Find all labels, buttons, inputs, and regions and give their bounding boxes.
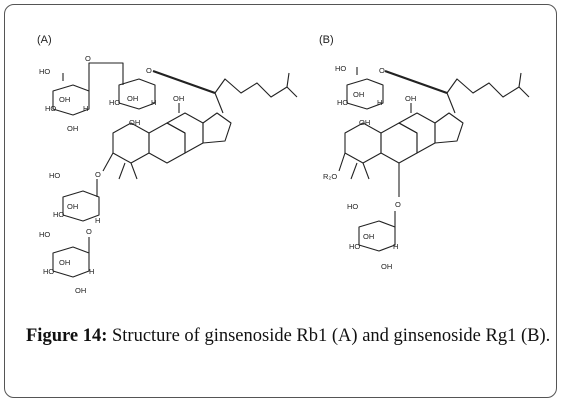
atom-label: HO xyxy=(53,210,64,219)
atom-label: OH xyxy=(363,232,374,241)
atom-label: HO xyxy=(49,171,60,180)
atom-label: OH xyxy=(59,258,70,267)
atom-label: O xyxy=(95,170,101,179)
atom-label: OH xyxy=(381,262,392,271)
atom-label: OH xyxy=(67,202,78,211)
panel-label-a: (A) xyxy=(37,34,52,46)
atom-label: H xyxy=(393,242,398,251)
structure-b: HO OH HO H OH O OH R₂O O HO OH HO H OH xyxy=(323,64,530,271)
atom-label: HO xyxy=(349,242,360,251)
atom-label: OH xyxy=(405,94,416,103)
atom-label: OH xyxy=(67,124,78,133)
atom-label: OH xyxy=(59,95,70,104)
atom-label: HO xyxy=(39,67,50,76)
caption-label: Figure 14: xyxy=(26,326,108,346)
atom-label: HO xyxy=(337,98,348,107)
atom-label: OH xyxy=(353,90,364,99)
atom-label: HO xyxy=(43,267,54,276)
atom-label: HO xyxy=(347,202,358,211)
atom-label: H xyxy=(377,98,382,107)
atom-label: H xyxy=(151,98,156,107)
atom-label: O xyxy=(379,66,385,75)
atom-label: OH xyxy=(129,118,140,127)
structures-figure: (A) (B) HO OH HO H OH O OH HO H OH O OH … xyxy=(37,34,530,295)
atom-label: OH xyxy=(127,94,138,103)
atom-label: OH xyxy=(75,286,86,295)
atom-label: HO xyxy=(45,104,56,113)
atom-label: OH xyxy=(359,118,370,127)
atom-label: H xyxy=(83,104,88,113)
caption-text: Structure of ginsenoside Rb1 (A) and gin… xyxy=(107,326,551,346)
structure-a: HO OH HO H OH O OH HO H OH O OH O HO OH xyxy=(39,54,298,295)
atom-label: OH xyxy=(173,94,184,103)
atom-label: HO xyxy=(109,98,120,107)
atom-label: O xyxy=(85,54,91,63)
atom-label: O xyxy=(395,200,401,209)
atom-label: H xyxy=(89,267,94,276)
atom-label: R₂O xyxy=(323,172,337,181)
atom-label: HO xyxy=(335,64,346,73)
atom-label: O xyxy=(86,227,92,236)
atom-label: HO xyxy=(39,230,50,239)
atom-label: H xyxy=(95,216,100,225)
figure-caption: Figure 14: Structure of ginsenoside Rb1 … xyxy=(26,323,551,350)
panel-label-b: (B) xyxy=(319,34,334,46)
atom-label: O xyxy=(146,66,152,75)
figure-frame: (A) (B) HO OH HO H OH O OH HO H OH O OH … xyxy=(4,4,557,398)
